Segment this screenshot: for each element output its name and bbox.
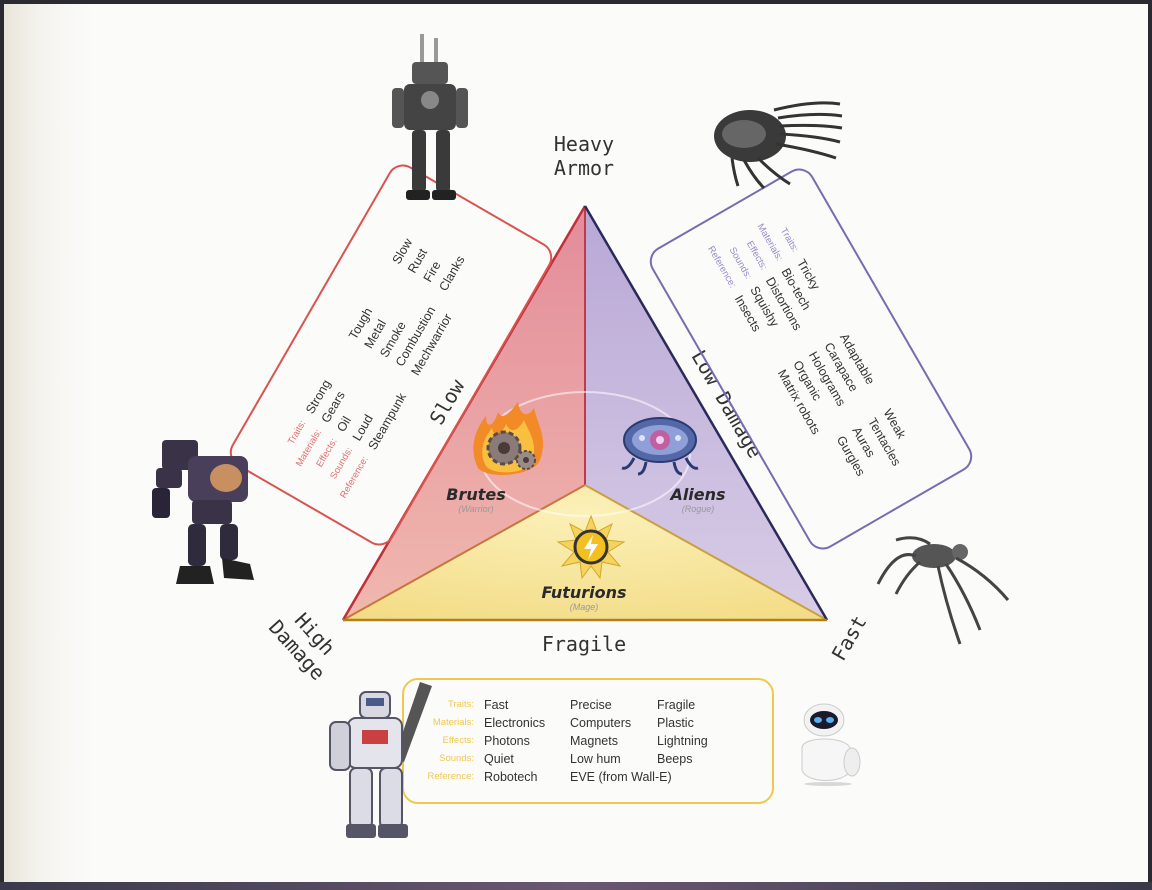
cell: Magnets [570,734,618,748]
aliens-name: Aliens [670,485,726,504]
futurions-panel-table: Traits: Fast Precise Fragile Materials: Elec… [412,696,740,786]
axis-heavy-label: Heavy [553,132,615,156]
alien-icon [621,417,699,476]
cell: Lightning [657,734,708,748]
mech-warrior-image [152,440,254,584]
slide: Heavy Armor Fragile Slow Low Damage High… [4,4,1148,882]
futurions-label: Futurions (Mage) [514,583,654,612]
axis-heavy-armor: Heavy Armor [524,132,644,180]
brutes-label: Brutes (Warrior) [424,485,528,514]
cell: Computers [570,716,632,730]
table-row: Sounds: Quiet Low hum Beeps [412,750,740,768]
cell: Quiet [484,752,514,766]
cell: Low hum [570,752,621,766]
cell: Photons [484,734,530,748]
cell: Precise [570,698,612,712]
row-key: Sounds: [439,753,474,764]
robotech-valkyrie-image [329,682,432,838]
spider-robot-image [876,536,1010,645]
futurions-panel: Traits: Fast Precise Fragile Materials: Elec… [402,678,774,804]
row-key: Reference: [427,771,474,782]
table-row: Materials: Electronics Computers Plastic [412,714,740,732]
row-key: Effects: [442,735,474,746]
cell: Plastic [657,716,694,730]
cell: Fast [484,698,509,712]
table-row: Traits: Fast Precise Fragile [412,696,740,714]
cell: Beeps [657,752,693,766]
brutes-name: Brutes [446,485,506,504]
steampunk-robot-image [392,34,468,200]
cell: Fragile [657,698,696,712]
alien-creature-image [714,101,843,190]
table-row: Effects: Photons Magnets Lightning [412,732,740,750]
table-row: Reference: Robotech EVE (from Wall-E) [412,768,740,786]
bottom-band [0,882,1152,890]
axis-armor-label: Armor [553,156,615,180]
cell: Robotech [484,770,538,784]
row-key: Traits: [447,699,474,710]
gears-fire-icon [473,402,544,475]
row-key: Materials: [432,717,474,728]
cell: EVE (from Wall-E) [570,770,672,784]
brutes-role: (Warrior) [458,504,494,514]
lightning-icon [556,514,626,580]
futurions-name: Futurions [541,583,627,602]
cell: Electronics [484,716,546,730]
futurions-role: (Mage) [569,602,599,612]
aliens-label: Aliens (Rogue) [646,485,750,514]
triangle-diagram [341,205,829,622]
eve-robot-image [801,703,861,786]
axis-fragile: Fragile [541,632,627,656]
aliens-role: (Rogue) [681,504,715,514]
